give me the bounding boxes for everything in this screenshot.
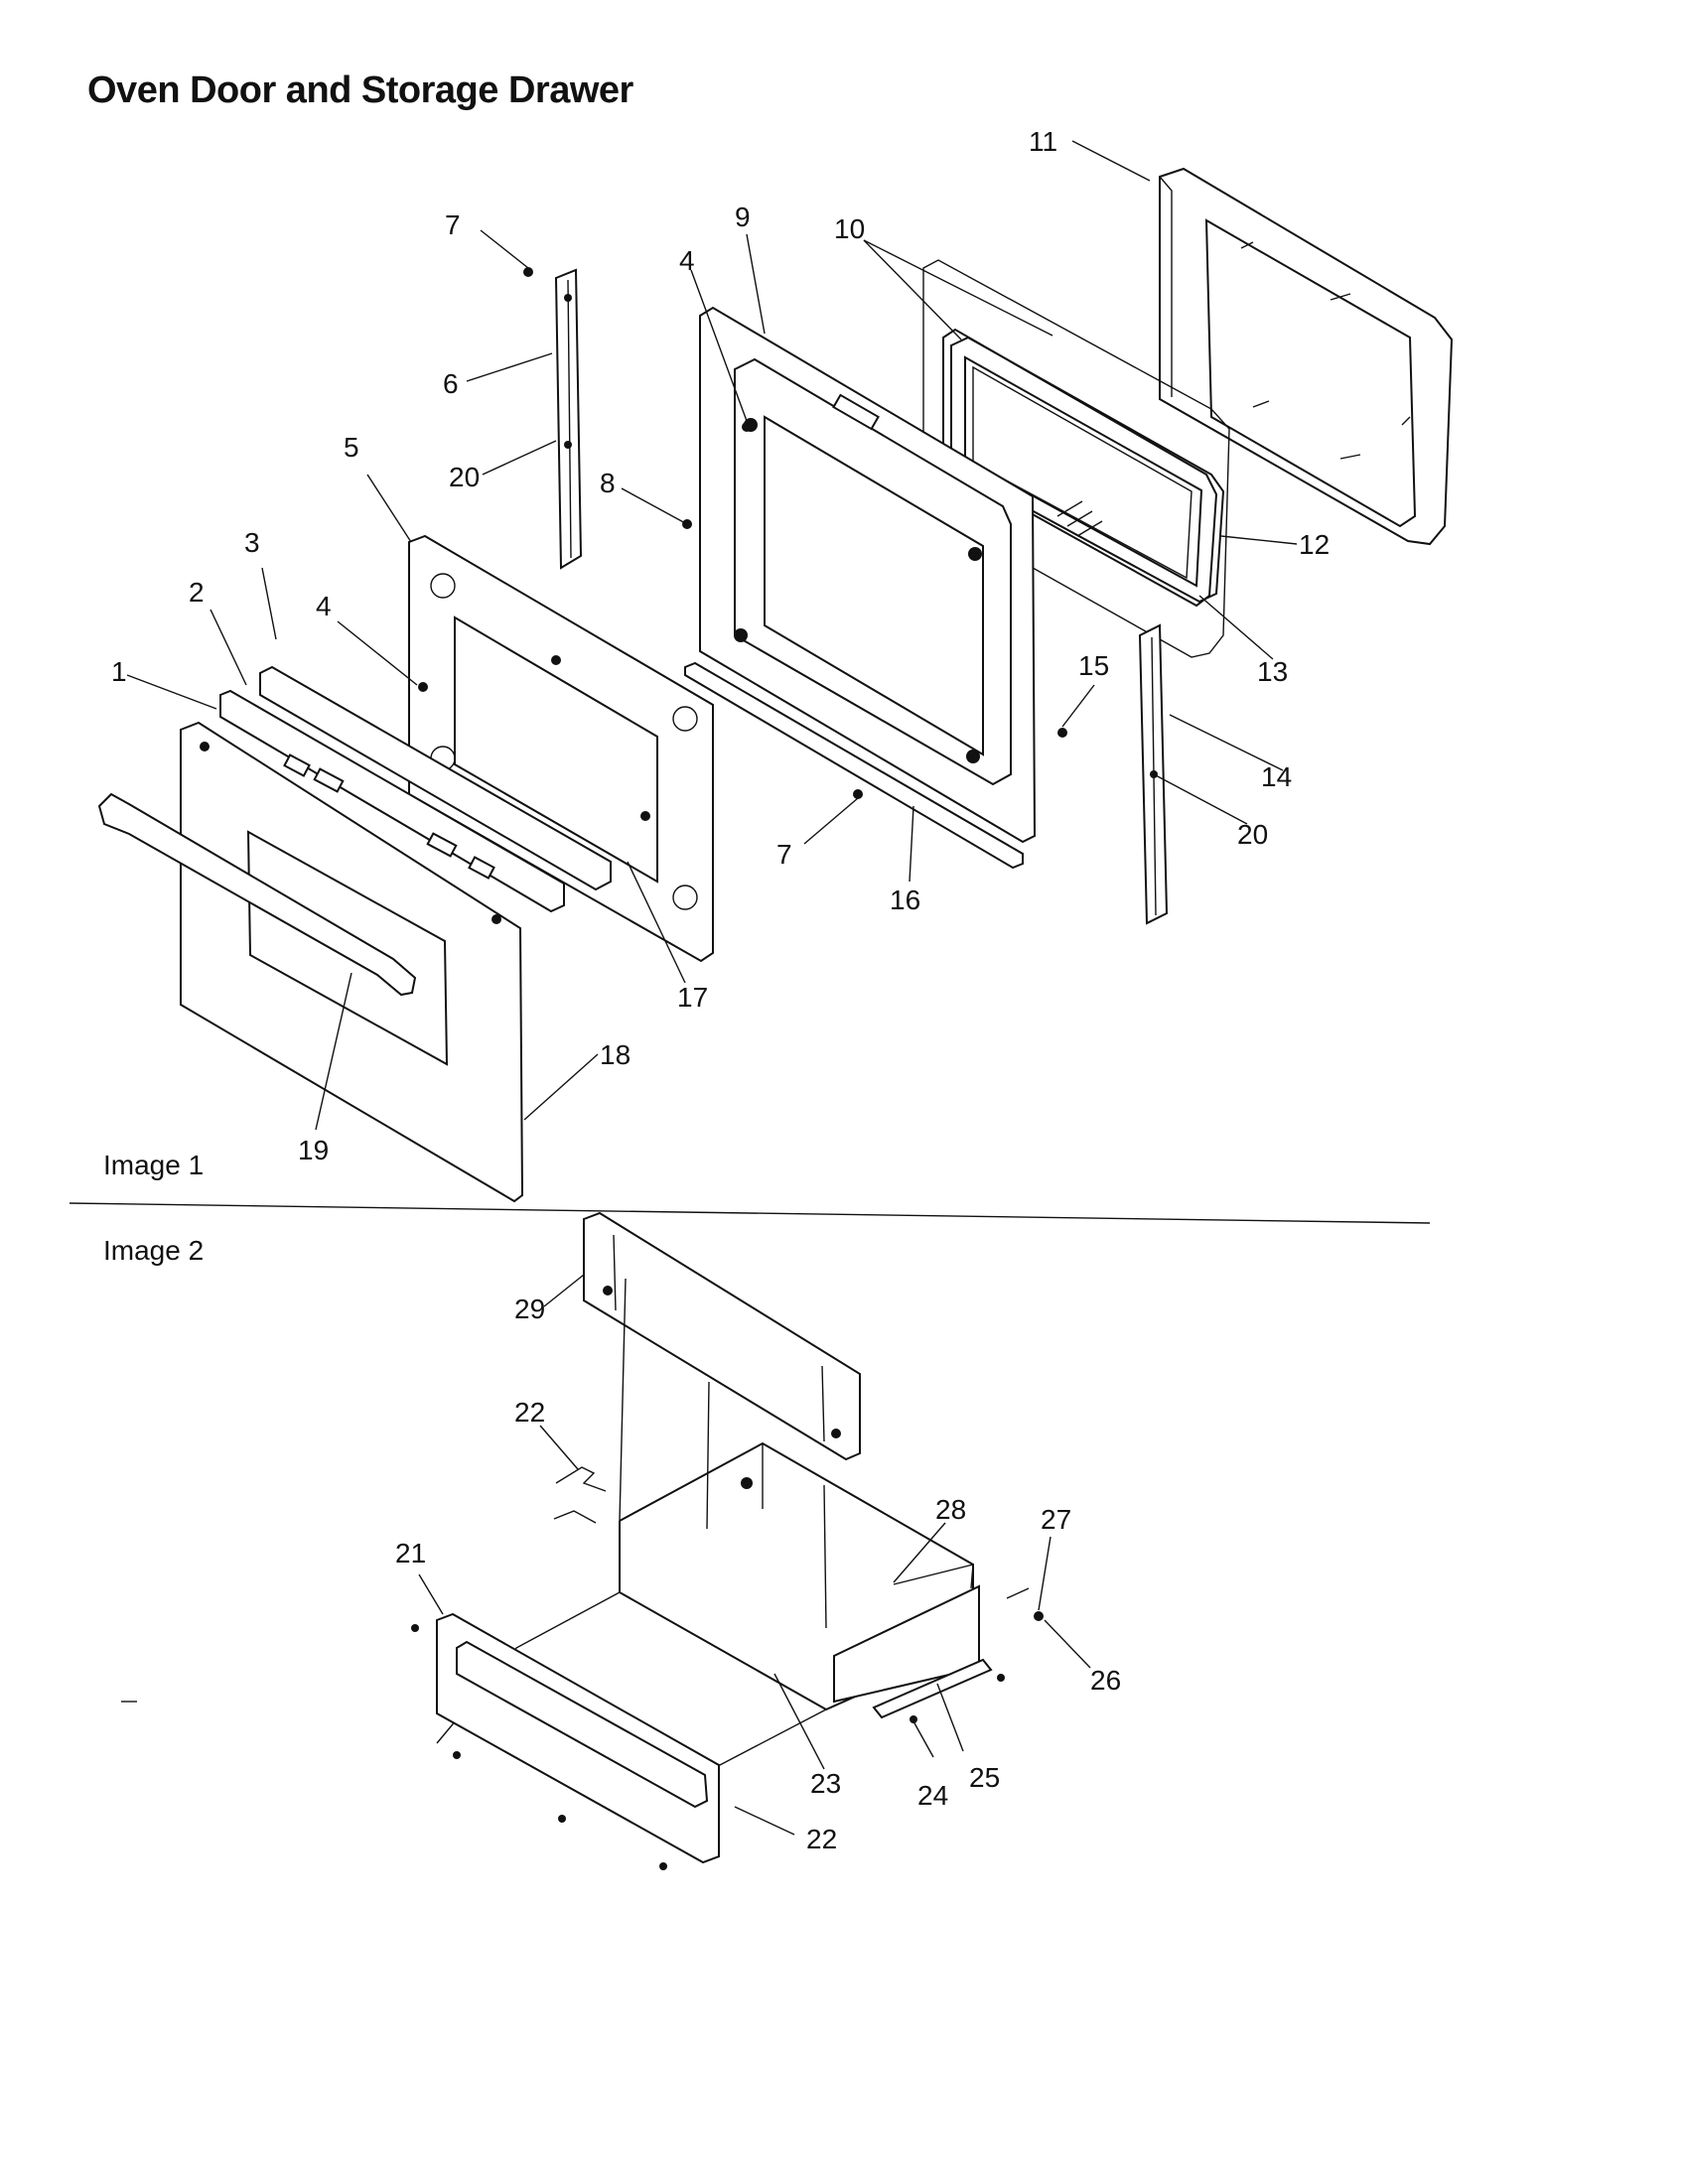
callout-22: 22 [806, 1824, 837, 1854]
callout-26: 26 [1090, 1665, 1121, 1696]
callout-5: 5 [344, 432, 359, 463]
part-14-hinge-channel-right [1138, 623, 1169, 925]
image1-oven-door: 11 7 9 10 4 6 20 5 8 3 4 2 1 12 13 15 14… [97, 126, 1454, 1203]
drawer-screw [453, 1751, 461, 1759]
callout-8: 8 [600, 468, 616, 498]
part-15-screw [1057, 728, 1067, 738]
callout-28: 28 [935, 1494, 966, 1525]
callout-6: 6 [443, 368, 459, 399]
part-16-bottom-trim [684, 661, 1024, 870]
part-18-outer-door-panel [180, 721, 524, 1203]
callout-25: 25 [969, 1762, 1000, 1793]
drawer-screw [997, 1674, 1005, 1682]
part-29-drawer-back [583, 1211, 861, 1461]
callout-7: 7 [776, 839, 792, 870]
drawer-screw [1034, 1611, 1044, 1621]
callout-7: 7 [445, 209, 461, 240]
drawer-screw [558, 1815, 566, 1823]
callout-18: 18 [600, 1039, 631, 1070]
callout-3: 3 [244, 527, 260, 558]
image-2-label: Image 2 [103, 1235, 205, 1266]
callout-24: 24 [917, 1780, 948, 1811]
image2-storage-drawer: 29 22 21 28 27 26 23 25 24 22 [395, 1211, 1121, 1870]
image2-callouts: 29 22 21 28 27 26 23 25 24 22 [395, 1294, 1121, 1854]
drawer-screw [659, 1862, 667, 1870]
callout-15: 15 [1078, 650, 1109, 681]
callout-11: 11 [1029, 126, 1057, 157]
image-1-label: Image 1 [103, 1150, 205, 1180]
part-6-hinge-channel-left [554, 268, 583, 570]
callout-20: 20 [1237, 819, 1268, 850]
callout-17: 17 [677, 982, 708, 1013]
callout-4: 4 [316, 591, 332, 621]
part-7-screw-bottom [853, 789, 863, 799]
callout-21: 21 [395, 1538, 426, 1569]
callout-16: 16 [890, 885, 920, 915]
part-25-drawer-slide [833, 1584, 993, 1719]
callout-10: 10 [834, 213, 865, 244]
part-7-screw-top [523, 267, 533, 277]
image2-leader-lines [418, 1274, 1091, 1836]
callout-13: 13 [1257, 656, 1288, 687]
drawer-screw [411, 1624, 419, 1632]
callout-12: 12 [1299, 529, 1330, 560]
part-21-drawer-front [436, 1612, 720, 1864]
part-4-screw-top [742, 422, 752, 432]
callout-20: 20 [449, 462, 480, 492]
part-28-drawer-rail [893, 1564, 974, 1589]
part-13-window-glass [950, 336, 1225, 604]
callout-22: 22 [514, 1397, 545, 1428]
callout-29: 29 [514, 1294, 545, 1324]
callout-9: 9 [735, 202, 751, 232]
callout-1: 1 [111, 656, 127, 687]
callout-19: 19 [298, 1135, 329, 1165]
part-19-door-handle [97, 792, 417, 997]
image1-leader-lines [126, 140, 1298, 1131]
image-divider [69, 1202, 1431, 1224]
callout-27: 27 [1041, 1504, 1071, 1535]
callout-14: 14 [1261, 761, 1292, 792]
part-22-drawer-clips [553, 1466, 607, 1524]
callout-2: 2 [189, 577, 205, 608]
page-title: Oven Door and Storage Drawer [87, 69, 633, 111]
callout-23: 23 [810, 1768, 841, 1799]
image1-callouts: 11 7 9 10 4 6 20 5 8 3 4 2 1 12 13 15 14… [111, 126, 1330, 1165]
part-3-door-bracket [219, 665, 612, 913]
part-11-door-liner-frame [1159, 167, 1454, 546]
drawer-screw [910, 1715, 917, 1723]
part-4-screw-left [418, 682, 428, 692]
callout-4: 4 [679, 245, 695, 276]
